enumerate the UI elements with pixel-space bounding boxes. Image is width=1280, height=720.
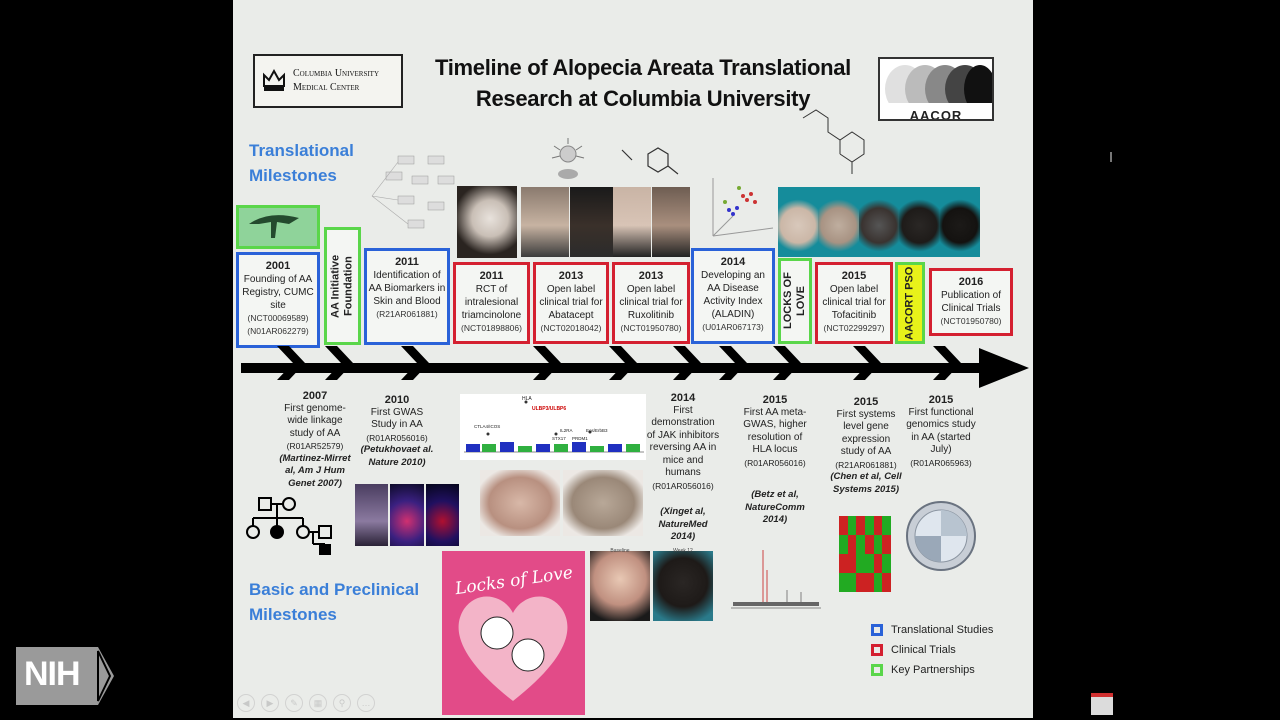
- next-slide-icon[interactable]: ▶: [261, 694, 279, 712]
- heart-kids-illustration: [458, 596, 568, 701]
- milestone-locks-of-love: LOCKS OF LOVE: [778, 258, 812, 344]
- milestone-aa-initiative-foundation: AA Initiative Foundation: [324, 227, 361, 345]
- gwas-label-hla: HLA: [522, 396, 532, 402]
- histology-images: [355, 484, 459, 546]
- basic-preclinical-milestones-header: Basic and Preclinical Milestones: [249, 580, 420, 624]
- slide-title: Timeline of Alopecia Areata Translationa…: [413, 52, 873, 114]
- slide-nav-controls: ◀ ▶ ✎ ▦ ⚲ …: [237, 694, 375, 712]
- cu-logo-line1: Columbia University: [293, 68, 379, 79]
- presentation-slide: Columbia University Medical Center Timel…: [233, 0, 1033, 718]
- milestone-2014-aladin: 2014 Developing an AA Disease Activity I…: [691, 248, 775, 344]
- aladin-3d-plot: [712, 178, 774, 237]
- cursor-marker: [1110, 152, 1112, 162]
- nih-arrow-shape: [16, 647, 114, 705]
- gwas-label-ctla4: CTLA4/ICOS: [474, 424, 500, 429]
- timeline-arrow: [241, 346, 1029, 388]
- tree-icon: [249, 215, 299, 238]
- legend-item-key-partnerships: Key Partnerships: [871, 664, 993, 676]
- gwas-label-prdm1: PRDM1: [572, 436, 588, 441]
- milestone-2015-systems-expression: 2015 First systems level gene expression…: [830, 396, 902, 495]
- pedigree-diagram: [246, 497, 332, 555]
- scalp-photo: [457, 186, 517, 258]
- expression-heatmap: [839, 516, 891, 592]
- milestone-aacort-pso: AACORT PSO: [895, 262, 925, 344]
- milestone-2013-ruxolitinib: 2013 Open label clinical trial for Ruxol…: [612, 262, 690, 344]
- milestone-2010-gwas: 2010 First GWAS Study in AA (R01AR056016…: [360, 394, 434, 468]
- legend-item-clinical-trials: Clinical Trials: [871, 644, 993, 656]
- gwas-label-il2ra: IL2RA: [560, 428, 573, 433]
- slides-grid-icon[interactable]: ▦: [309, 694, 327, 712]
- cell-illustration: [551, 138, 585, 179]
- cu-logo-line2: Medical Center: [293, 82, 360, 93]
- columbia-logo: Columbia University Medical Center: [253, 54, 403, 108]
- milestone-2013-abatacept: 2013 Open label clinical trial for Abata…: [533, 262, 609, 344]
- milestone-2001-registry: 2001 Founding of AA Registry, CUMC site …: [236, 252, 320, 348]
- more-options-icon[interactable]: …: [357, 694, 375, 712]
- patient-week12-photo: Week 12: [653, 548, 713, 621]
- gwas-label-ulbp: ULBP3/ULBP6: [532, 406, 566, 412]
- nih-logo: NIH: [16, 647, 116, 705]
- milestone-2011-triamcinolone: 2011 RCT of intralesional triamcinolone …: [453, 262, 530, 344]
- milestone-2014-jak-inhibitors: 2014 First demonstration of JAK inhibito…: [646, 392, 720, 542]
- legend: Translational Studies Clinical Trials Ke…: [871, 624, 993, 676]
- aacor-text: AACOR: [880, 108, 992, 119]
- ruxolitinib-baseline-photo: [613, 187, 651, 257]
- patient-baseline-photo: Baseline: [590, 548, 650, 621]
- translational-milestones-header: Translational Milestones: [249, 141, 354, 185]
- locks-of-love-logo: Locks of Love: [442, 551, 585, 715]
- milestone-2015-meta-gwas: 2015 First AA meta-GWAS, higher resoluti…: [743, 394, 807, 525]
- gwas-label-erbb3: Eos/ErbB3: [586, 428, 608, 433]
- legend-item-translational: Translational Studies: [871, 624, 993, 636]
- milestone-2007-linkage: 2007 First genome-wide linkage study of …: [279, 390, 351, 489]
- milestone-2015-tofacitinib: 2015 Open label clinical trial for Tofac…: [815, 262, 893, 344]
- biomarker-diagram: [371, 155, 455, 229]
- notification-tray-icon[interactable]: [1091, 693, 1113, 715]
- abatacept-baseline-photo: [521, 187, 569, 257]
- title-line-1: Timeline of Alopecia Areata Translationa…: [434, 55, 851, 80]
- molecule-diagram: [802, 109, 865, 174]
- tofacitinib-photo-series: [778, 187, 981, 257]
- meta-gwas-plot: [731, 550, 821, 609]
- nih-text: NIH: [24, 655, 81, 693]
- crown-icon: [263, 68, 285, 91]
- aacor-logo: AACOR: [878, 57, 994, 121]
- national-alopecia-foundation-logo: [236, 205, 320, 249]
- pen-icon[interactable]: ✎: [285, 694, 303, 712]
- aacor-heads-image: [885, 65, 992, 113]
- prev-slide-icon[interactable]: ◀: [237, 694, 255, 712]
- zoom-icon[interactable]: ⚲: [333, 694, 351, 712]
- gwas-label-stx17: STX17: [552, 436, 566, 441]
- gwas-manhattan-plot: HLA ULBP3/ULBP6 CTLA4/ICOS IL2RA STX17 P…: [460, 394, 646, 460]
- ruxolitinib-week-photo: [652, 187, 690, 257]
- milestone-2011-biomarkers: 2011 Identification of AA Biomarkers in …: [364, 248, 450, 345]
- abatacept-week12-photo: [570, 187, 618, 257]
- milestone-2016-publication: 2016 Publication of Clinical Trials (NCT…: [929, 268, 1013, 336]
- mice-photo-after: [563, 470, 643, 536]
- milestone-2015-functional-genomics: 2015 First functional genomics study in …: [906, 394, 976, 468]
- functional-genomics-logo: [906, 501, 976, 571]
- title-line-2: Research at Columbia University: [475, 86, 811, 111]
- ruxolitinib-molecule: [621, 147, 679, 175]
- mice-photo-before: [480, 470, 560, 536]
